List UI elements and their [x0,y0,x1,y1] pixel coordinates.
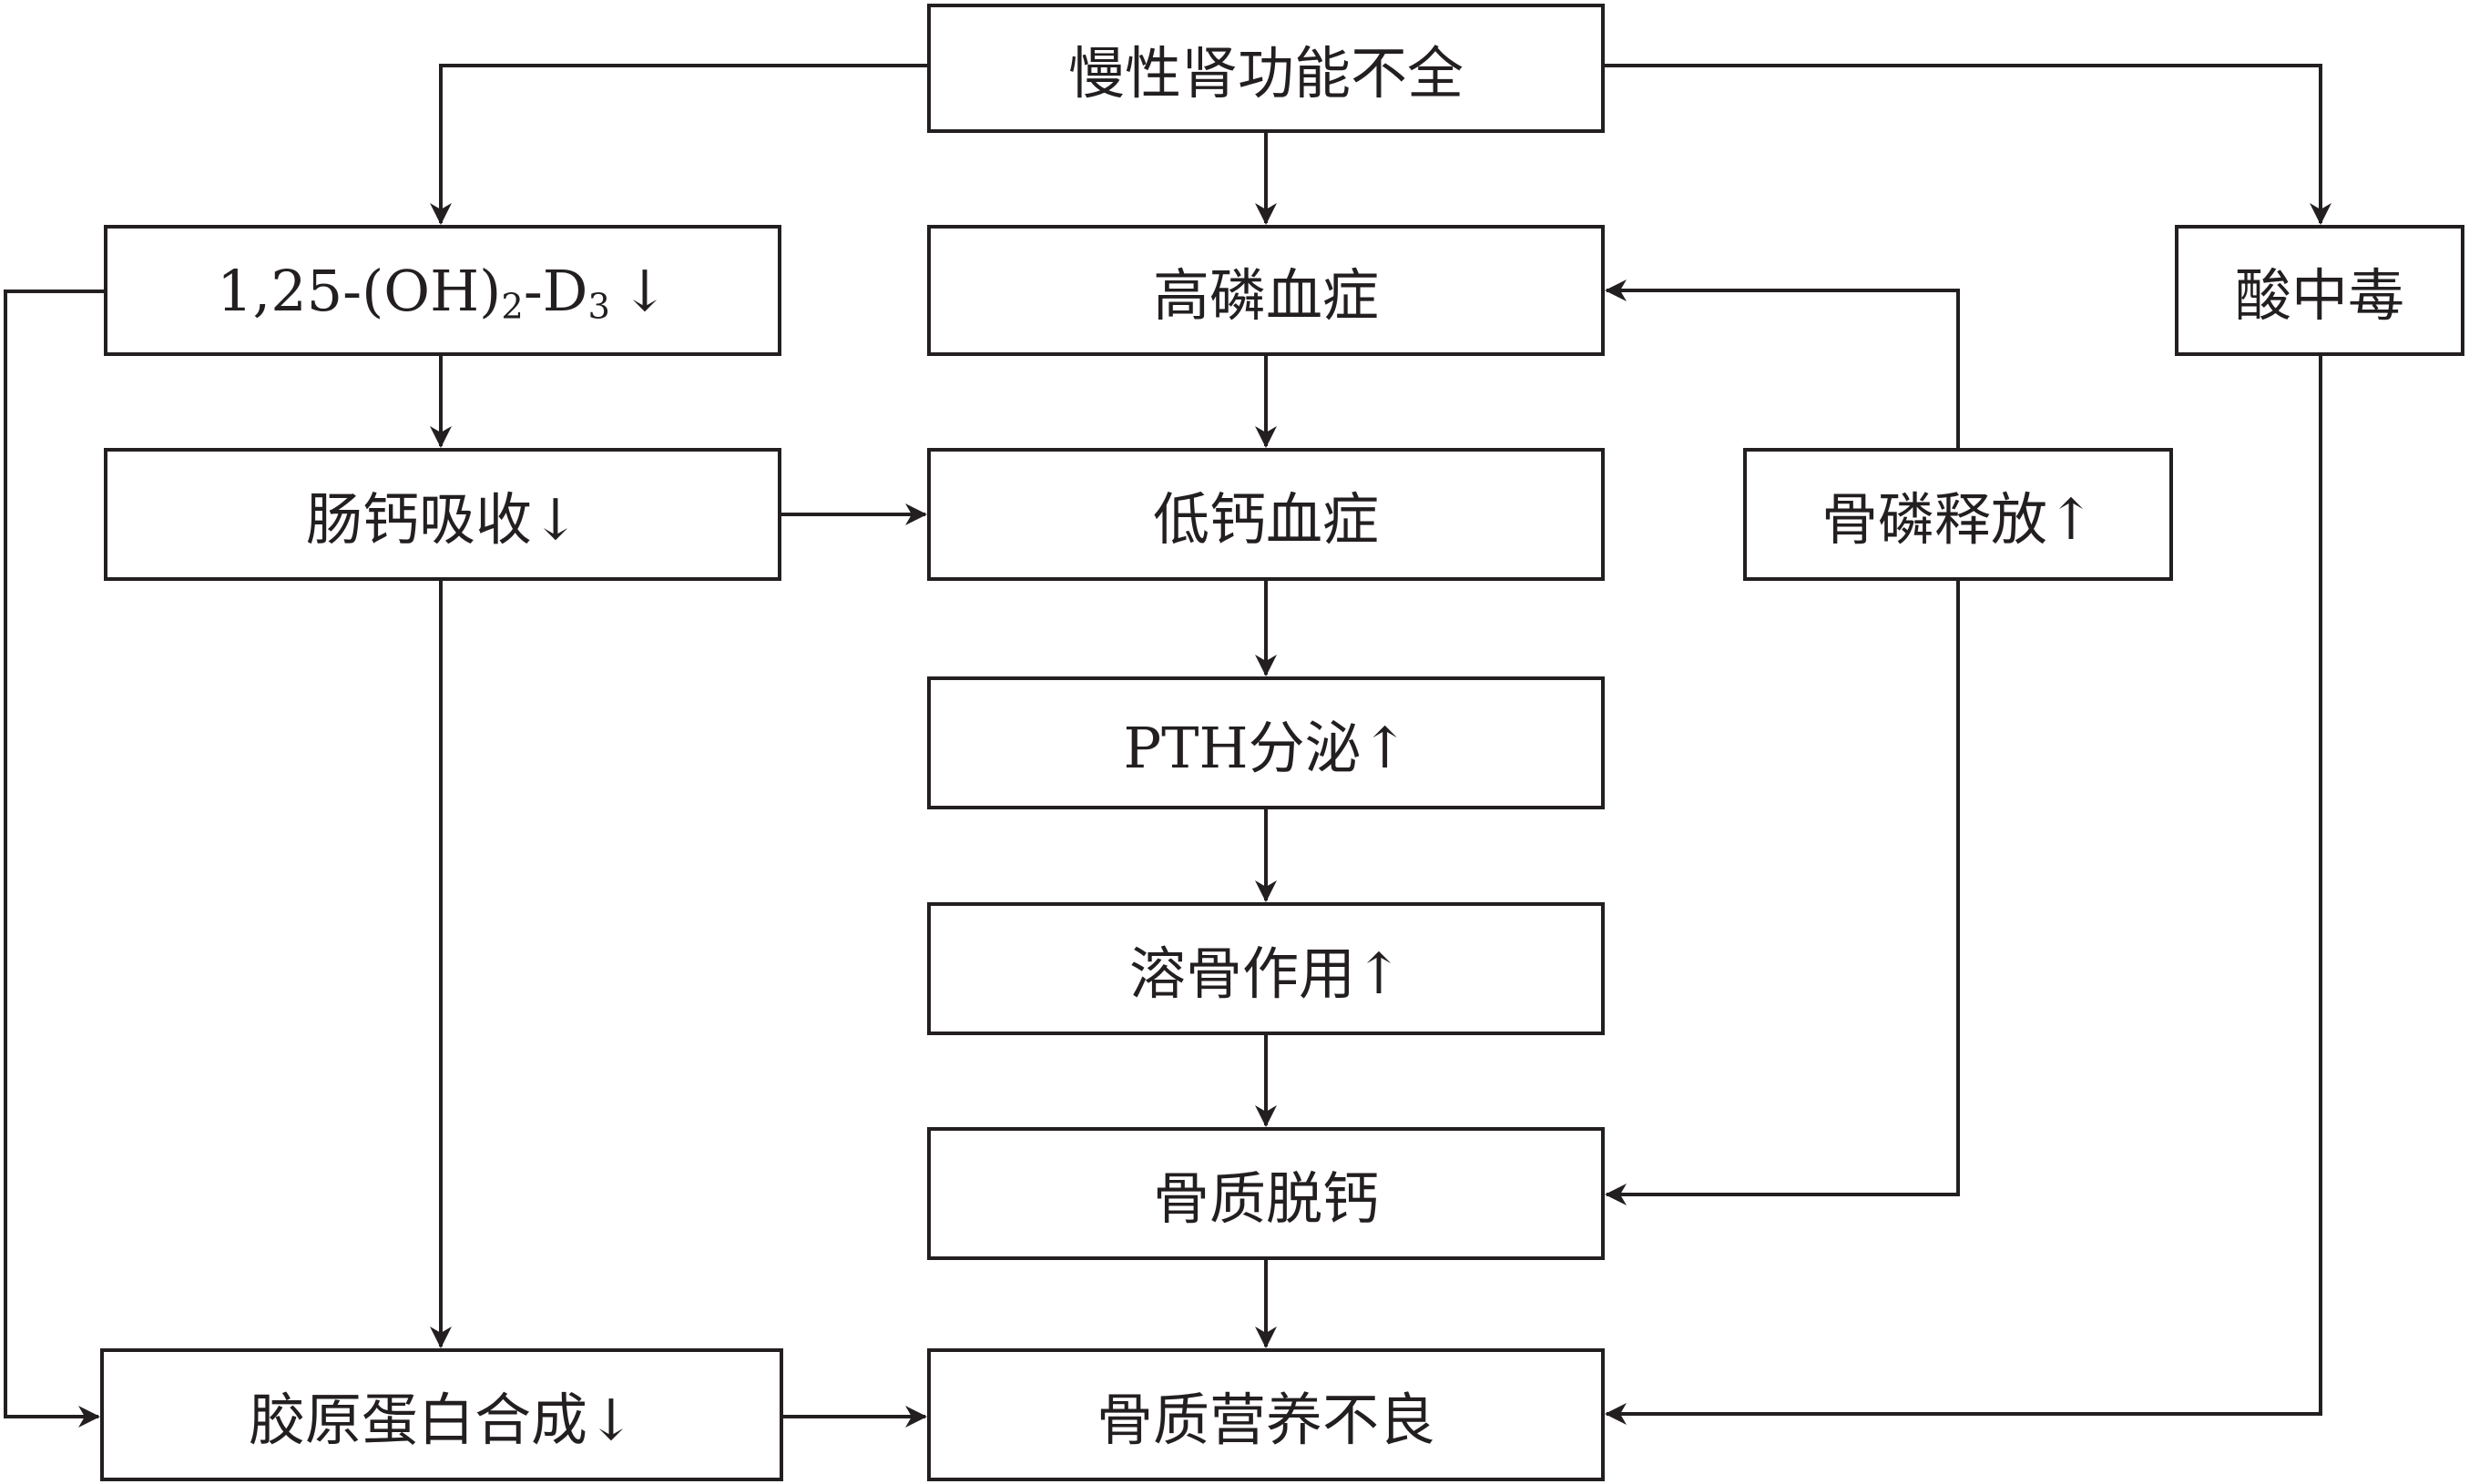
vitamin-d-sub1: 2 [501,285,524,327]
hyperphosphatemia-box: 高磷血症 [927,225,1605,356]
arrow-bone-p-release-to-decalcification [1605,581,1960,1205]
intestinal-calcium-label: 肠钙吸收↓ [306,486,579,553]
osteodystrophy-box: 骨质营养不良 [927,1348,1605,1481]
arrow-acidosis-to-osteodystrophy [1605,356,2322,1425]
ckd-box: 慢性肾功能不全 [927,4,1605,133]
bone-phosphorus-release-label: 骨磷释放↑ [1821,486,2095,553]
hypocalcemia-box: 低钙血症 [927,448,1605,581]
arrow-vitamin-d-to-collagen [4,290,104,1428]
osteolysis-box: 溶骨作用↑ [927,902,1605,1035]
intestinal-calcium-box: 肠钙吸收↓ [104,448,781,581]
pth-secretion-box: PTH分泌↑ [927,676,1605,809]
collagen-synthesis-box: 胶原蛋白合成↓ [100,1348,783,1481]
down-arrow-icon: ↓ [620,257,668,324]
arrow-bone-p-release-to-hyperphosphatemia [1605,280,1960,448]
vitamin-d-sub2: 3 [587,285,610,327]
pth-secretion-label: PTH分泌↑ [1123,715,1409,781]
bone-phosphorus-release-box: 骨磷释放↑ [1743,448,2173,581]
ckd-label: 慢性肾功能不全 [1067,40,1464,107]
acidosis-box: 酸中毒 [2175,225,2464,356]
arrow-ckd-to-vitamin-d [430,64,927,225]
hyperphosphatemia-label: 高磷血症 [1152,262,1379,329]
osteolysis-label: 溶骨作用↑ [1129,940,1403,1007]
collagen-synthesis-label: 胶原蛋白合成↓ [249,1387,635,1453]
vitamin-d-mid: -D [523,257,588,324]
bone-decalcification-box: 骨质脱钙 [927,1127,1605,1260]
osteodystrophy-label: 骨质营养不良 [1096,1387,1435,1453]
vitamin-d-prefix: 1,25-(OH) [217,257,502,324]
acidosis-label: 酸中毒 [2234,262,2404,329]
vitamin-d-box: 1,25-(OH)2-D3↓ [104,225,781,356]
arrow-ckd-to-acidosis [1605,64,2331,225]
hypocalcemia-label: 低钙血症 [1152,486,1379,553]
bone-decalcification-label: 骨质脱钙 [1152,1165,1379,1232]
vitamin-d-label: 1,25-(OH)2-D3↓ [217,258,668,324]
